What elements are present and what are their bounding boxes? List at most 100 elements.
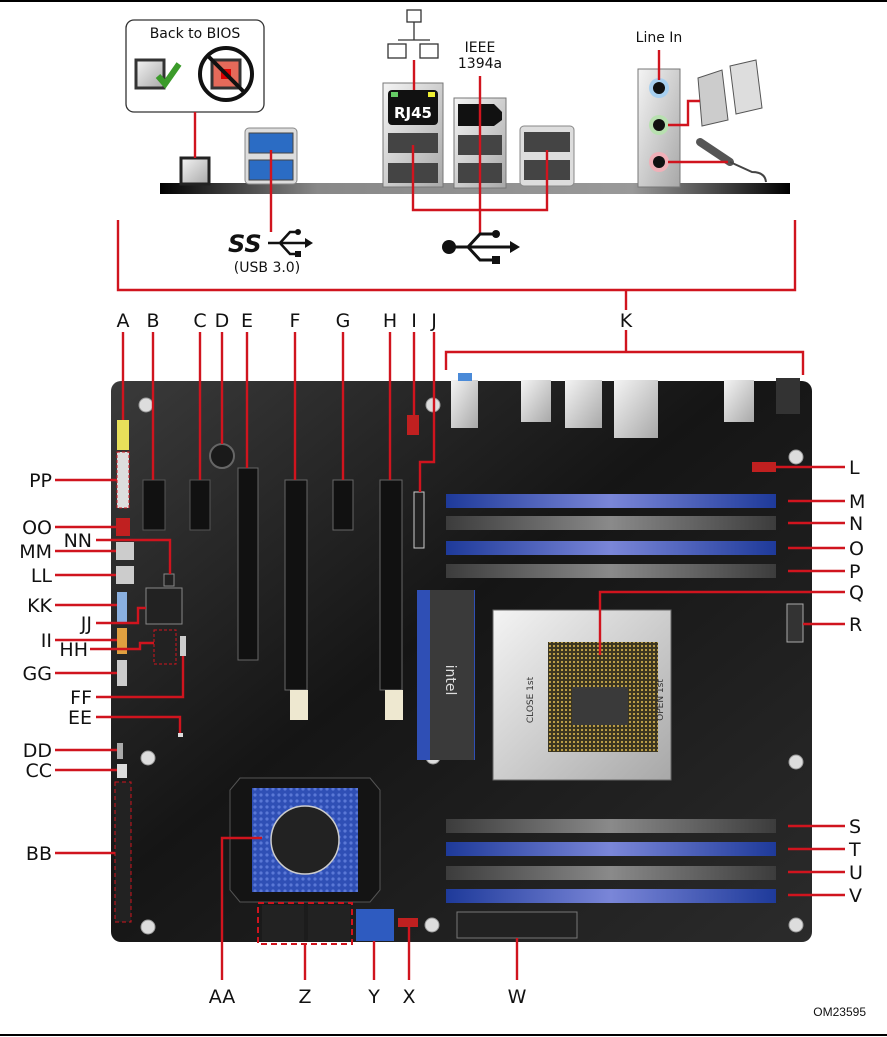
callout-ll: LL [31, 565, 53, 587]
pcie-x16-slot-f [284, 479, 308, 691]
callout-bb: BB [26, 843, 52, 865]
back-to-bios-callout: Back to BIOS [125, 19, 265, 113]
dimm-slots-bottom [446, 819, 776, 903]
component-nn [163, 573, 175, 587]
callout-x: X [402, 986, 415, 1008]
callout-e: E [241, 310, 253, 332]
intel-logo: intel [442, 665, 458, 696]
power-button-mm [116, 542, 134, 560]
callout-g: G [336, 310, 351, 332]
cpu-socket: CLOSE 1st OPEN 1st [492, 609, 672, 781]
callout-aa: AA [209, 986, 236, 1008]
pcie-x1-slot-g [332, 479, 354, 531]
usb3-logo-text: SS [228, 230, 262, 258]
atx-power-w [456, 911, 578, 939]
callout-ii: II [41, 630, 52, 652]
callout-cc: CC [25, 760, 52, 782]
usb3-caption: (USB 3.0) [234, 260, 300, 276]
vrm-heatsink [229, 777, 381, 903]
pci-slot-e [237, 467, 259, 661]
callout-lines [55, 330, 845, 980]
dimm-slots-top [446, 494, 776, 578]
audio-jack-stack [637, 68, 681, 188]
callout-d: D [215, 310, 230, 332]
callout-v: V [849, 885, 862, 907]
checkmark-icon [155, 62, 182, 89]
ieee-label-line1: IEEE [465, 40, 496, 56]
callout-labels: A B C D E F G H I J K L M N O P Q R S T … [19, 310, 865, 1008]
header-cc [117, 764, 127, 778]
fan-header-l [752, 462, 776, 472]
callout-y: Y [367, 986, 380, 1008]
header-oo [116, 518, 130, 536]
pcie-x1-slot-b [142, 479, 166, 531]
led-ee [178, 733, 183, 737]
callout-dd: DD [23, 740, 52, 762]
component-j [413, 491, 425, 549]
callout-hh: HH [59, 639, 88, 661]
header-dd [117, 743, 123, 759]
header-gg [117, 660, 127, 686]
callout-pp: PP [29, 470, 52, 492]
rear-io-audio [451, 380, 478, 428]
sata-port-z1 [262, 905, 304, 941]
back-panel-illustration: Back to BIOS [116, 9, 797, 310]
usb3-superspeed-logo: SS [228, 229, 313, 258]
callout-mm: MM [19, 541, 52, 563]
header-bb [114, 781, 132, 923]
network-icon [387, 9, 439, 59]
no-pressed-button-icon [198, 46, 254, 102]
callout-h: H [383, 310, 397, 332]
open-first-label: OPEN 1st [656, 679, 666, 721]
header-ff [180, 636, 186, 656]
ieee-label-line2: 1394a [458, 56, 502, 72]
callout-w: W [508, 986, 527, 1008]
back-to-bios-label: Back to BIOS [150, 26, 241, 42]
callout-f: F [290, 310, 301, 332]
pcie-x1-slot-c [189, 479, 211, 531]
header-kk [117, 592, 127, 622]
callout-u: U [849, 862, 863, 884]
callout-o: O [849, 538, 864, 560]
header-a [116, 420, 130, 509]
callout-s: S [849, 816, 861, 838]
callout-z: Z [298, 986, 311, 1008]
callout-gg: GG [23, 663, 52, 685]
speaker-d [209, 443, 235, 469]
chipset-heatsink: intel [417, 590, 475, 760]
rj45-label: RJ45 [394, 104, 432, 122]
reset-button-ll [116, 566, 134, 584]
callout-r: R [849, 614, 862, 636]
callout-c: C [193, 310, 206, 332]
callout-ee: EE [68, 707, 92, 729]
component-hh [153, 629, 177, 665]
fan-header-i [407, 415, 419, 435]
callout-jj: JJ [80, 613, 92, 635]
callout-l: L [849, 457, 860, 479]
pcie-x16-slot-h [379, 479, 403, 691]
header-ii [117, 628, 127, 654]
fan-header-x [398, 918, 418, 927]
sata-port-y [356, 909, 394, 941]
sata-port-z2 [308, 905, 350, 941]
callout-a: A [117, 310, 130, 332]
figure-id: OM23595 [813, 1005, 866, 1019]
callout-nn: NN [64, 530, 92, 552]
callout-ff: FF [70, 687, 92, 709]
microphone-icon [696, 138, 767, 183]
callout-i: I [411, 310, 417, 332]
callout-kk: KK [27, 595, 52, 617]
chip-jj [145, 587, 183, 625]
power-connector-r [786, 603, 804, 643]
speakers-icon [697, 59, 763, 127]
callout-n: N [849, 513, 863, 535]
close-first-label: CLOSE 1st [526, 676, 536, 723]
callout-k: K [620, 310, 633, 332]
callout-m: M [849, 491, 865, 513]
callout-q: Q [849, 582, 864, 604]
bottom-border-rule [0, 1034, 887, 1036]
button-released-icon [134, 58, 166, 90]
callout-j: J [430, 310, 437, 332]
usb-logo-icon [442, 230, 520, 264]
